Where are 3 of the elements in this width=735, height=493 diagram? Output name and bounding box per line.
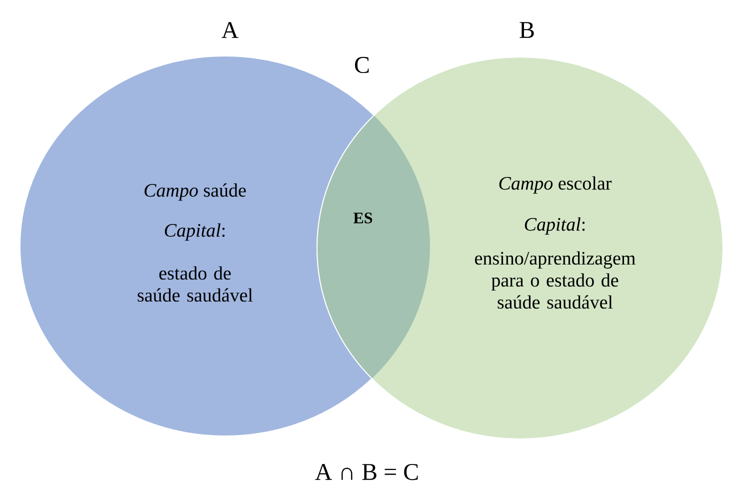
venn-label: A [222,22,238,38]
venn-label: B [520,22,534,38]
formula-text: A ∩ B = C [315,464,418,480]
